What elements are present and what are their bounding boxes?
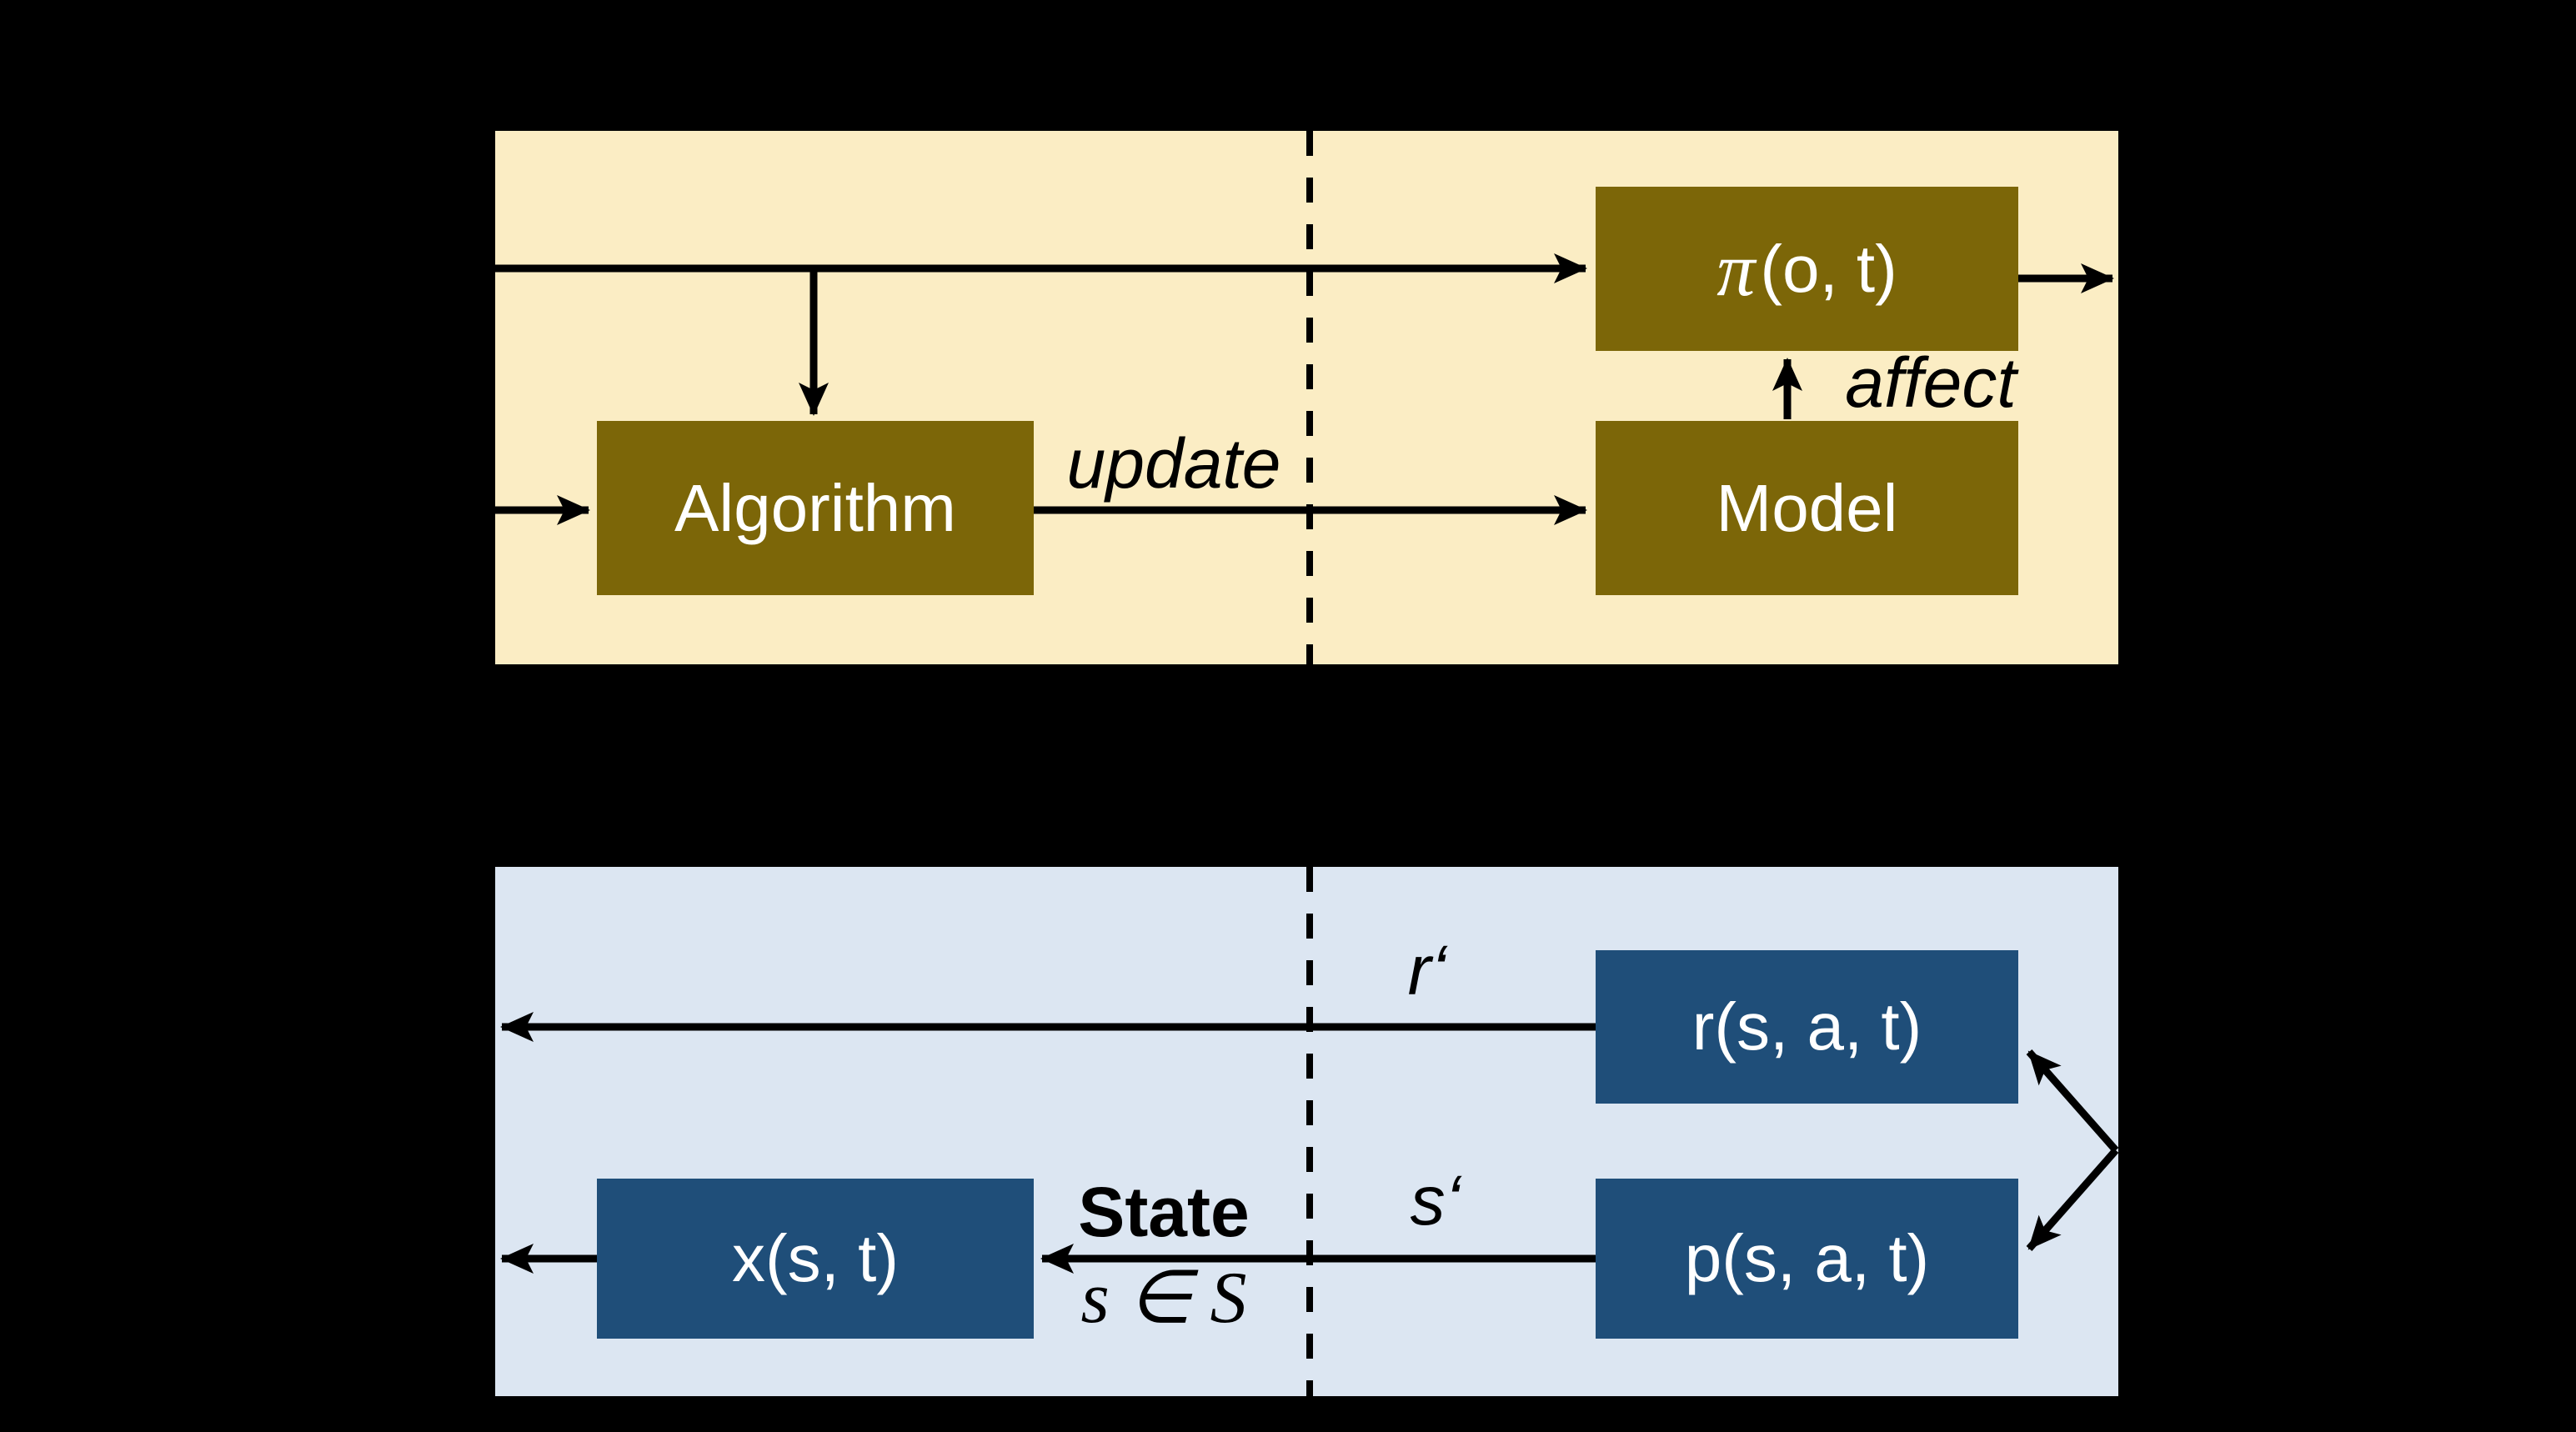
model-box: Model bbox=[1596, 421, 2018, 595]
policy-args-label: (o, t) bbox=[1760, 231, 1897, 306]
reward-box: r(s, a, t) bbox=[1596, 950, 2018, 1104]
state-feature-box: x(s, t) bbox=[597, 1179, 1034, 1339]
model-label: Model bbox=[1716, 470, 1898, 545]
update-label: update bbox=[1066, 424, 1281, 503]
reward-label: r(s, a, t) bbox=[1691, 989, 1922, 1064]
reward-prime-label: r‘ bbox=[1407, 931, 1447, 1009]
pi-symbol: π bbox=[1716, 226, 1756, 312]
state-membership-label: s ∈ S bbox=[1080, 1258, 1247, 1339]
transition-label: p(s, a, t) bbox=[1684, 1221, 1930, 1295]
state-word-label: State bbox=[1078, 1173, 1250, 1251]
affect-label: affect bbox=[1845, 343, 2017, 422]
algorithm-label: Algorithm bbox=[674, 470, 956, 545]
transition-box: p(s, a, t) bbox=[1596, 1179, 2018, 1339]
algorithm-box: Algorithm bbox=[597, 421, 1034, 595]
policy-box: π (o, t) bbox=[1596, 187, 2018, 351]
state-feature-label: x(s, t) bbox=[732, 1221, 899, 1295]
next-state-prime-label: s‘ bbox=[1410, 1161, 1461, 1239]
